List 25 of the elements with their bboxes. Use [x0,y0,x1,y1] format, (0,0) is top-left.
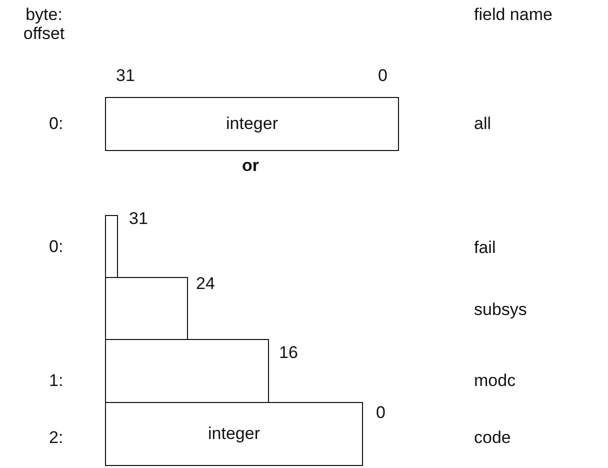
field-name: subsys [474,300,527,319]
byte-offset: 0: [49,237,64,256]
byte-offset: 1: [49,371,64,390]
byte-offset: 0: [49,114,64,133]
bit-number: 0 [378,66,388,85]
field-box [105,339,269,403]
bit-number: 24 [196,274,215,293]
field-name: fail [474,238,496,257]
column-heading: field name [474,5,552,24]
bit-number: 31 [129,209,148,228]
connector-word: or [242,156,259,175]
field-type-label: integer [226,114,278,134]
field-name: modc [474,371,516,390]
field-box [105,97,399,151]
field-name: all [474,114,492,133]
bit-number: 0 [376,403,386,422]
bit-number: 16 [279,343,298,362]
byte-offset: 2: [49,428,64,447]
field-name: code [474,428,511,447]
bit-number: 31 [116,66,135,85]
field-type-label: integer [208,424,260,444]
field-box [105,277,188,341]
field-box [105,215,118,279]
column-heading: byte: offset [22,5,66,43]
field-box [105,402,363,466]
